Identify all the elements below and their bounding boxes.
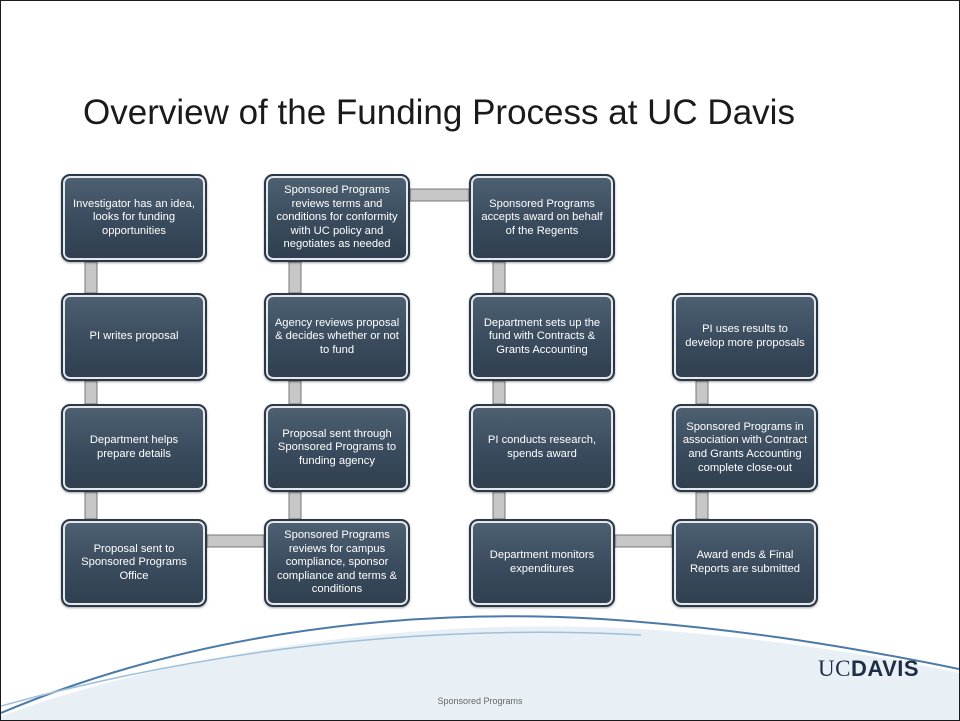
connector (84, 380, 98, 405)
logo-name: DAVIS (850, 656, 920, 681)
connector (288, 380, 302, 405)
step-idea: Investigator has an idea, looks for fund… (61, 174, 207, 262)
page-title: Overview of the Funding Process at UC Da… (83, 93, 795, 132)
connector (84, 491, 98, 520)
connector (288, 491, 302, 520)
connector (409, 188, 470, 202)
footer-text: Sponsored Programs (437, 696, 523, 706)
connector (492, 491, 506, 520)
connector (206, 534, 265, 548)
step-terms-review: Sponsored Programs reviews terms and con… (264, 174, 410, 262)
step-write-proposal: PI writes proposal (61, 293, 207, 381)
step-prepare-details: Department helps prepare details (61, 404, 207, 492)
step-award-ends: Award ends & Final Reports are submitted (672, 519, 818, 607)
step-agency-review: Agency reviews proposal & decides whethe… (264, 293, 410, 381)
step-send-to-agency: Proposal sent through Sponsored Programs… (264, 404, 410, 492)
uc-davis-logo: UCDAVIS (818, 656, 919, 682)
connector (695, 380, 709, 405)
step-accept-award: Sponsored Programs accepts award on beha… (469, 174, 615, 262)
logo-prefix: UC (818, 656, 851, 681)
connector (614, 534, 673, 548)
connector (492, 261, 506, 294)
step-compliance-review: Sponsored Programs reviews for campus co… (264, 519, 410, 607)
step-develop-proposals: PI uses results to develop more proposal… (672, 293, 818, 381)
connector (288, 261, 302, 294)
step-monitor-expenditures: Department monitors expenditures (469, 519, 615, 607)
connector (695, 491, 709, 520)
step-setup-fund: Department sets up the fund with Contrac… (469, 293, 615, 381)
connector (492, 380, 506, 405)
step-send-to-office: Proposal sent to Sponsored Programs Offi… (61, 519, 207, 607)
connector (84, 261, 98, 294)
step-conduct-research: PI conducts research, spends award (469, 404, 615, 492)
step-close-out: Sponsored Programs in association with C… (672, 404, 818, 492)
